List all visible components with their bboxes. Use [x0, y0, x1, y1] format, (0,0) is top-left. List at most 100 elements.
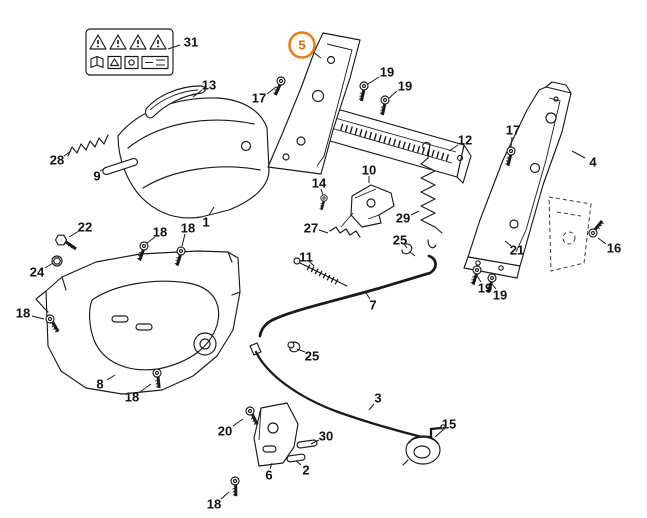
- leader-line: [146, 236, 156, 244]
- leader-line: [434, 429, 444, 438]
- callout-label: 13: [202, 78, 216, 93]
- callout-18[interactable]: 18: [16, 306, 45, 321]
- leader-line: [106, 374, 116, 381]
- callout-label: 3: [374, 391, 381, 406]
- callout-label: 15: [442, 417, 456, 432]
- callout-11[interactable]: 11: [299, 250, 315, 267]
- callout-19[interactable]: 19: [491, 283, 507, 303]
- leader-line: [139, 383, 152, 393]
- part-5-handle-bracket-left: [267, 32, 361, 175]
- part-29-spring: [420, 141, 443, 249]
- callout-24[interactable]: 24: [30, 262, 54, 280]
- part-30-pin: [296, 439, 318, 449]
- callout-15[interactable]: 15: [434, 417, 456, 438]
- callout-label: 18: [125, 390, 139, 405]
- callout-1[interactable]: 1: [202, 206, 215, 230]
- screw-18: [228, 474, 244, 499]
- callout-label: 7: [369, 298, 376, 313]
- callout-label: 8: [96, 377, 103, 392]
- callout-18[interactable]: 18: [146, 225, 167, 244]
- leader-line: [403, 243, 408, 249]
- callout-22[interactable]: 22: [68, 220, 92, 238]
- callout-5-selected[interactable]: 5: [288, 31, 322, 59]
- callout-25[interactable]: 25: [296, 349, 319, 364]
- callout-label: 19: [380, 65, 394, 80]
- part-4-handle-bracket-right: [463, 81, 572, 279]
- part-1-housing: [117, 97, 270, 219]
- leader-line: [320, 188, 324, 196]
- callout-label: 25: [393, 233, 407, 248]
- callout-16[interactable]: 16: [597, 237, 621, 256]
- warning-pictogram-icon: [124, 55, 139, 70]
- callout-31[interactable]: 31: [167, 35, 198, 50]
- callout-18[interactable]: 18: [181, 221, 195, 247]
- warning-pictogram-icon: [107, 55, 122, 70]
- part-12-crossmember: [313, 106, 472, 184]
- callout-label: 19: [398, 79, 412, 94]
- callout-label: 17: [506, 123, 520, 138]
- callout-17[interactable]: 17: [252, 86, 277, 106]
- callout-6[interactable]: 6: [265, 462, 273, 483]
- part-9-pin: [102, 157, 139, 176]
- callout-13[interactable]: 13: [192, 78, 216, 98]
- leader-line: [312, 51, 322, 59]
- warning-triangle-icon: [149, 34, 167, 50]
- part-11-rod-spring: [293, 257, 348, 287]
- callout-9[interactable]: 9: [93, 166, 108, 184]
- leader-line: [208, 206, 215, 216]
- callout-19[interactable]: 19: [388, 79, 412, 99]
- callout-4[interactable]: 4: [571, 150, 597, 170]
- callout-2[interactable]: 2: [295, 460, 310, 478]
- callout-label: 18: [207, 497, 221, 512]
- callout-7[interactable]: 7: [365, 292, 377, 313]
- callout-19[interactable]: 19: [476, 275, 492, 296]
- leader-line: [410, 210, 420, 216]
- read-manual-icon: [90, 55, 104, 69]
- callout-12[interactable]: 12: [448, 133, 472, 152]
- callout-25[interactable]: 25: [393, 233, 408, 249]
- callout-21[interactable]: 21: [504, 240, 524, 258]
- warning-triangle-icon: [129, 34, 147, 50]
- callout-label: 18: [153, 225, 167, 240]
- callout-label: 10: [362, 163, 376, 178]
- leader-line: [99, 166, 108, 172]
- callout-label: 18: [181, 221, 195, 236]
- callout-label: 4: [589, 155, 597, 170]
- leader-line: [220, 491, 230, 500]
- callout-label: 24: [30, 265, 45, 280]
- callout-3[interactable]: 3: [368, 391, 382, 411]
- callout-8[interactable]: 8: [96, 374, 116, 392]
- leader-line: [448, 144, 459, 152]
- part-7-bar: [258, 254, 437, 338]
- parts-layer: [35, 28, 606, 499]
- callout-28[interactable]: 28: [50, 150, 72, 168]
- callout-20[interactable]: 20: [218, 418, 244, 439]
- callout-label: 1: [202, 215, 209, 230]
- leader-line: [310, 439, 320, 445]
- callout-17[interactable]: 17: [506, 123, 520, 148]
- screw-17: [271, 74, 288, 99]
- callout-18[interactable]: 18: [125, 383, 152, 405]
- callout-label: 29: [396, 211, 410, 226]
- callout-18[interactable]: 18: [207, 491, 230, 512]
- callout-label: 6: [265, 468, 272, 483]
- callout-label: 21: [510, 243, 524, 258]
- leader-line: [68, 230, 80, 238]
- leader-line: [388, 90, 398, 99]
- leader-line: [295, 460, 302, 466]
- leader-line: [232, 418, 244, 427]
- callout-label: 16: [607, 241, 621, 256]
- screw-16: [586, 216, 606, 241]
- leader-line: [597, 237, 607, 245]
- leader-line: [31, 315, 45, 320]
- callout-14[interactable]: 14: [312, 176, 327, 196]
- callout-27[interactable]: 27: [304, 221, 329, 236]
- stop-pictogram-icon: [141, 55, 169, 70]
- callout-label: 17: [252, 91, 266, 106]
- callout-19[interactable]: 19: [367, 65, 394, 85]
- callout-29[interactable]: 29: [396, 210, 420, 226]
- callout-10[interactable]: 10: [362, 163, 376, 184]
- callout-30[interactable]: 30: [310, 429, 333, 445]
